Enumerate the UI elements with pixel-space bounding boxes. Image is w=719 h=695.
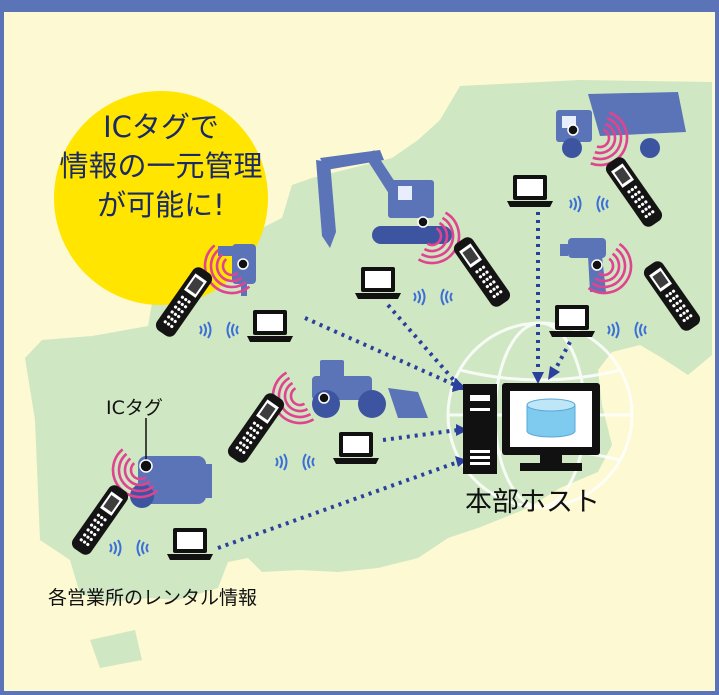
wheel-loader-icon [312,360,428,418]
host-computer-icon [463,383,600,474]
ic-tag-markers [139,124,603,473]
dump-truck-icon [556,92,686,158]
network-links [217,212,572,550]
callout-bubble [54,91,268,305]
callout-line-3: が可能に! [97,188,225,222]
ic-tag-label: ICタグ [106,397,163,419]
callout-line-1: ICタグで [103,110,219,144]
branch-info-label: 各営業所のレンタル情報 [48,587,258,609]
callout-text: ICタグで 情報の一元管理 が可能に! [52,108,270,225]
callout-line-2: 情報の一元管理 [59,149,263,183]
host-label: 本部ホスト [465,487,600,518]
excavator-icon [316,150,452,248]
